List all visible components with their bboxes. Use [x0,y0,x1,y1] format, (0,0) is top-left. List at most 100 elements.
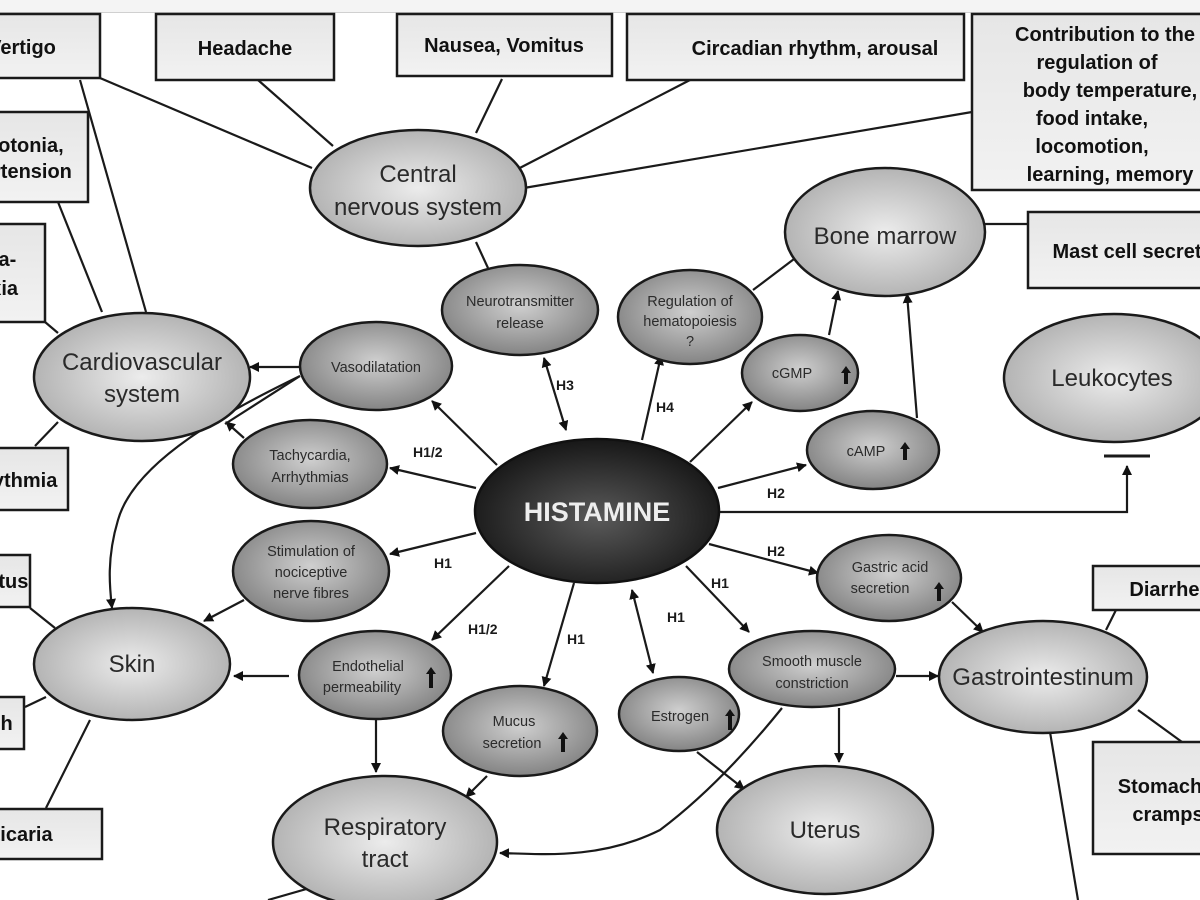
box-mast-cell: Mast cell secretion [1026,210,1200,290]
arrow-histamine-smooth [685,565,750,633]
arrow-histamine-cgmp [689,401,753,463]
connectors [24,76,1183,900]
organ-skin: Skin [32,606,232,722]
line-anaphylaxis-cardio [44,321,59,334]
effect-endothelial-line2: permeability [323,680,402,696]
arrow-camp-bonemarrow [902,293,919,419]
effect-nociceptive-line2: nociceptive [275,565,348,581]
label-h2-camp: H2 [767,485,785,501]
effect-estrogen-label: Estrogen [651,709,709,725]
organ-cns-line2: nervous system [334,194,502,221]
arrow-histamine-leukocytes [718,465,1132,514]
box-stomach-line2: cramps [1132,804,1200,826]
line-cns-neurotransmitter [475,241,489,269]
arrow-histamine-estrogen [629,589,656,674]
organ-cardiovascular-line1: Cardiovascular [62,349,222,376]
organ-uterus-label: Uterus [790,817,861,844]
effect-smooth-muscle-line2: constriction [775,676,848,692]
box-pruritus: Pruritus [0,553,32,609]
effect-mucus-line2: secretion [483,736,542,752]
box-hypotension-line2: Hypertension [0,161,72,183]
organ-respiratory-line1: Respiratory [324,814,447,841]
effect-camp: cAMP [805,409,941,491]
organ-respiratory: Respiratory tract [271,774,499,900]
box-circadian: Circadian rhythm, arousal [625,12,966,82]
arrows [106,290,1150,859]
organ-cns: Central nervous system [308,128,528,248]
label-h1-mucus: H1 [567,631,585,647]
line-skin-urticaria [45,719,91,809]
effect-hematopoiesis-line3: ? [686,334,694,350]
effect-endothelial-line1: Endothelial [332,659,404,675]
box-anaphylaxis-line1: Ana- [0,249,16,271]
effect-gastric-acid-line2: secretion [851,581,910,597]
box-diarrhea: Diarrhea [1091,564,1200,612]
effect-smooth-muscle: Smooth muscle constriction [727,629,897,709]
effect-tachycardia: Tachycardia, Arrhythmias [231,418,389,510]
arrow-histamine-vaso [431,400,498,466]
box-stomach-cramps: Stomach cramps [1091,740,1200,856]
line-gi-stomach [1137,709,1183,743]
up-arrow-icon [725,709,735,730]
histamine-hub-label: HISTAMINE [524,497,671,527]
arrow-histamine-tachy [389,465,477,490]
arrow-estrogen-uterus [696,751,745,790]
box-flush: Flush [0,695,26,751]
box-headache-label: Headache [198,38,293,60]
effect-gastric-acid-line1: Gastric acid [852,560,929,576]
box-vertigo: Vertigo [0,12,102,80]
effect-nociceptive-line3: nerve fibres [273,586,349,602]
effect-neurotransmitter: Neurotransmitter release [440,263,600,357]
top-strip [0,0,1200,13]
organ-cardiovascular: Cardiovascular system [32,311,252,443]
label-h12-top: H1/2 [413,444,443,460]
arrow-histamine-nociceptive [389,531,477,557]
box-pruritus-label: Pruritus [0,571,28,593]
arrow-gastric-gi [951,601,984,633]
effect-nociceptive: Stimulation of nociceptive nerve fibres [231,519,391,623]
label-h2-gastric: H2 [767,543,785,559]
arrow-smooth-respiratory [499,707,783,859]
up-arrow-icon [841,366,851,384]
arrow-histamine-endothelial [431,565,510,641]
label-h12-endothelial: H1/2 [468,621,498,637]
effect-vasodilatation: Vasodilatation [298,320,454,412]
effect-mucus-line1: Mucus [493,714,536,730]
box-contribution-line6: learning, memory [1027,164,1195,186]
box-anaphylaxis: Ana- phylaxia [0,222,47,324]
effect-hematopoiesis: Regulation of hematopoiesis ? [616,268,764,366]
effect-neurotransmitter-line1: Neurotransmitter [466,294,574,310]
effect-vasodilatation-label: Vasodilatation [331,360,421,376]
organ-gastrointestinum: Gastrointestinum [937,619,1149,735]
box-arrhythmia: Arrhythmia [0,446,70,512]
organ-cns-line1: Central [379,161,456,188]
effect-endothelial: Endothelial permeability [297,629,453,721]
arrow-neuro-histamine [541,357,569,431]
up-arrow-icon [900,442,910,460]
line-contribution-cns [511,110,973,192]
box-contribution: Contribution to the regulation of body t… [970,12,1200,192]
line-gi-bottom [1048,731,1080,900]
line-flush-skin [24,696,47,708]
effect-smooth-muscle-line1: Smooth muscle [762,654,862,670]
organ-skin-label: Skin [109,651,156,678]
line-cardio-arrhythmia [34,421,59,447]
histamine-hub: HISTAMINE [473,437,721,585]
box-contribution-line4: food intake, [1036,108,1148,130]
box-urticaria: Urticaria [0,807,104,861]
box-contribution-line2: regulation of [1036,52,1157,74]
line-hematopoiesis-bonemarrow [752,255,799,291]
box-diarrhea-label: Diarrhea [1129,579,1200,601]
box-headache: Headache [154,12,336,82]
arrow-vaso-cardio-2 [224,375,301,425]
line-vertigo-cardio [78,79,148,313]
organ-cardiovascular-line2: system [104,381,180,408]
arrow-mucus-respiratory [465,775,488,798]
organ-leukocytes: Leukocytes [1002,312,1200,444]
organ-uterus: Uterus [715,764,935,896]
organ-bone-marrow: Bone marrow [783,166,987,298]
line-hypotension-cardio [56,201,104,313]
effect-hematopoiesis-line2: hematopoiesis [643,314,737,330]
receptor-labels: H3 H4 H1/2 H2 H1 H1/2 H1 H1 H1 H2 [413,377,785,647]
